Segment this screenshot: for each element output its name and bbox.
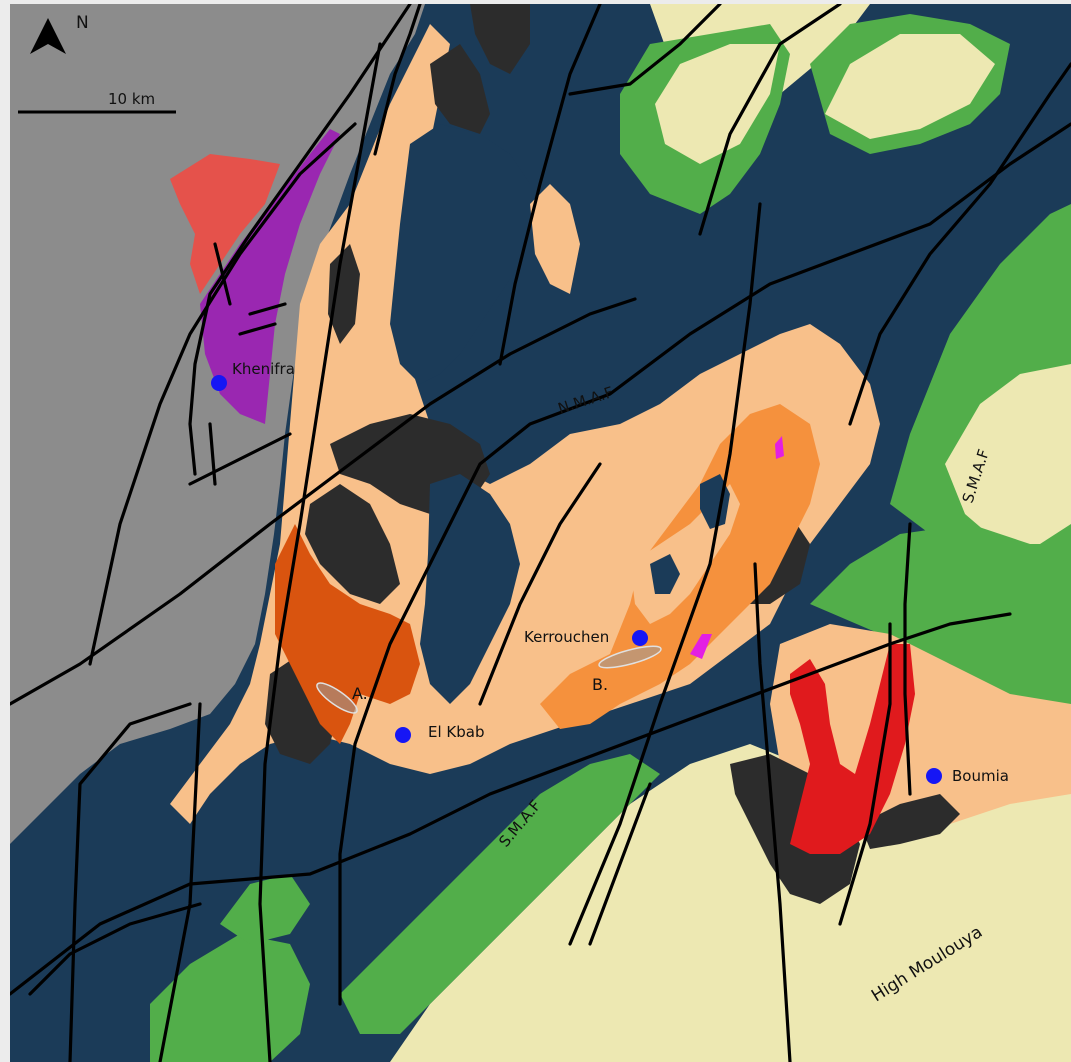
dark-marl-north [470, 4, 530, 74]
fault-west-3 [258, 42, 382, 1062]
lias-inlier-north [390, 124, 530, 384]
scale-bar-label: 10 km [108, 90, 155, 108]
fault-central-6 [753, 562, 792, 1062]
place-label-el-kbab: El Kbab [428, 723, 484, 741]
paleozoic-basement [10, 4, 425, 844]
peach-unit-northmid [530, 184, 580, 294]
fault-west-1 [188, 4, 412, 476]
town-dot-khenifra [211, 375, 227, 391]
fault-central-3 [338, 122, 1071, 1006]
place-label-kerrouchen: Kerrouchen [524, 628, 609, 646]
fault-central-5 [568, 202, 762, 946]
town-dot-el-kbab [395, 727, 411, 743]
fault-west-7 [238, 322, 277, 336]
salmon-unit-khenifra [170, 154, 280, 294]
fault-nmaf [10, 297, 637, 706]
fault-north-2 [568, 4, 722, 96]
light-green-mid-east [810, 524, 1071, 724]
fault-lines [10, 4, 1071, 1062]
dark-marl-west [305, 484, 400, 604]
fault-central-4 [478, 462, 602, 706]
magenta-unit-1 [690, 634, 712, 659]
fault-east-3 [838, 622, 892, 926]
fault-west-4 [208, 422, 217, 486]
dark-marl-boumia [860, 794, 960, 849]
north-label: N [76, 13, 89, 33]
fault-west-5 [213, 242, 232, 306]
light-green-southwest [150, 934, 310, 1062]
purple-unit-khenifra [200, 129, 340, 424]
fault-south-3 [28, 902, 202, 996]
fault-west-2 [88, 122, 357, 666]
area-b-ellipse [598, 645, 662, 669]
fault-south-4 [588, 782, 652, 946]
magenta-unit-2 [775, 436, 784, 459]
fault-south-1 [158, 702, 202, 1062]
area-label-a: A. [352, 684, 368, 703]
cream-unit-northeast [825, 34, 995, 139]
dark-orange-unit-a [275, 524, 420, 744]
place-label-boumia: Boumia [952, 767, 1009, 785]
lias-inlier-kerrouchen [650, 554, 680, 594]
fault-central-2 [698, 4, 842, 236]
cream-unit-south [390, 744, 1071, 1062]
fault-west-6 [248, 302, 287, 316]
fault-north-1 [373, 4, 422, 156]
fault-west-8 [188, 432, 292, 486]
area-label-b: B. [592, 675, 608, 694]
dark-marl-nw-2 [328, 244, 360, 344]
place-label-khenifra: Khenifra [232, 360, 295, 378]
dark-marl-northwest [430, 44, 490, 134]
fault-east-1 [848, 62, 1071, 426]
area-a-ellipse [316, 682, 358, 714]
light-green-south [340, 754, 660, 1034]
light-green-southwest-2 [220, 874, 310, 944]
town-dot-boumia [926, 768, 942, 784]
town-dot-kerrouchen [632, 630, 648, 646]
fault-south-2 [68, 702, 192, 1062]
fault-east-2 [903, 522, 912, 796]
cream-unit-east [945, 364, 1071, 544]
geological-map: Khenifra Kerrouchen El Kbab Boumia A. B.… [10, 4, 1071, 1062]
fault-central-1 [498, 4, 602, 366]
cream-unit-north-2 [655, 44, 780, 164]
north-arrow-icon [30, 18, 66, 54]
red-unit-boumia [790, 644, 915, 854]
